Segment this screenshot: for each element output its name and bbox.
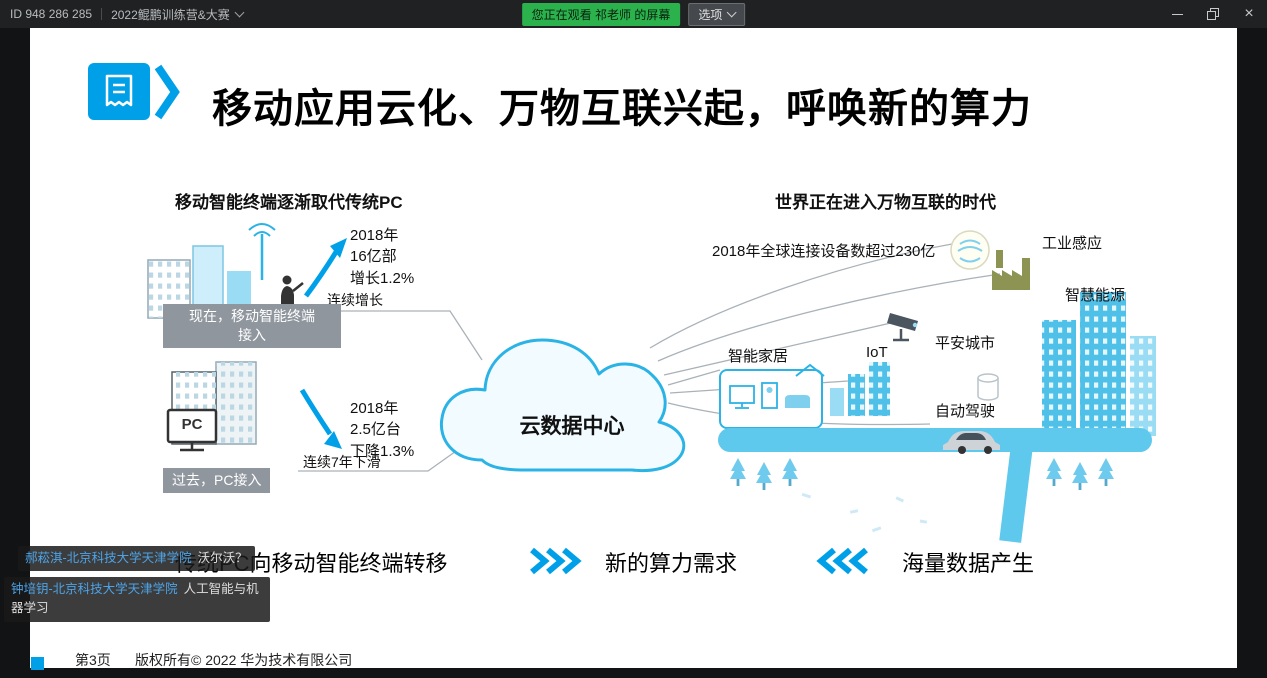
pc-buildings-illustration: [166, 361, 257, 452]
titlebar-divider: [101, 8, 103, 20]
screen-watching-badge: 您正在观看 祁老师 的屏幕: [521, 2, 681, 26]
chat-sender-name: 钟培钥-北京科技大学天津学院: [11, 582, 178, 596]
mobile-trend: 连续增长: [327, 292, 383, 308]
cloud-shape: [439, 338, 686, 473]
flow-right-text: 海量数据产生: [902, 551, 1035, 576]
left-section-heading: 移动智能终端逐渐取代传统PC: [175, 193, 403, 212]
meeting-id: ID 948 286 285: [10, 7, 93, 21]
header-chevron-icon: [154, 63, 182, 126]
person-icon: [282, 275, 292, 285]
shared-screen-slide: 移动应用云化、万物互联兴起，呼唤新的算力 移动智能终端逐渐取代传统PC 2018…: [30, 28, 1237, 670]
titlebar: ID 948 286 285 2022鲲鹏训练营&大赛 您正在观看 祁老师 的屏…: [0, 0, 1267, 28]
restore-icon: [1207, 8, 1219, 20]
iot-buildings-icon: [830, 362, 890, 416]
decline-arrow-icon: [299, 388, 342, 449]
cloud-datacenter-label: 云数据中心: [519, 415, 625, 438]
close-icon: ×: [1244, 5, 1254, 22]
smart-energy-buildings-icon: [1042, 292, 1156, 436]
growth-arrow-icon: [303, 238, 347, 298]
pc-trend: 连续7年下滑: [303, 454, 381, 470]
minimize-button[interactable]: [1159, 0, 1195, 28]
slide-title: 移动应用云化、万物互联兴起，呼唤新的算力: [212, 87, 1032, 131]
pc-stat: 2018年 2.5亿台 下降1.3%: [350, 400, 415, 460]
smart-home-icon: [719, 363, 825, 429]
flow-chevrons-left-icon: [816, 547, 868, 575]
page-number: 第3页: [75, 652, 111, 668]
minimize-icon: [1171, 13, 1183, 15]
data-cylinder-icon: [977, 373, 999, 401]
slide-corner-mark: [31, 657, 44, 670]
chat-sender-name: 郝菘淇-北京科技大学天津学院: [25, 551, 192, 565]
smart-energy-label: 智慧能源: [1065, 287, 1126, 304]
iot-label: IoT: [866, 344, 888, 361]
chat-message: 钟培钥-北京科技大学天津学院人工智能与机器学习: [4, 577, 270, 622]
chevron-down-icon: [726, 7, 737, 18]
chevron-down-icon: [234, 7, 245, 18]
chat-message-text: 沃尔沃？: [197, 551, 248, 565]
options-label: 选项: [698, 7, 723, 22]
close-button[interactable]: ×: [1231, 0, 1267, 28]
document-icon: [105, 74, 133, 106]
mobile-stat: 2018年 16亿部 增长1.2%: [350, 227, 415, 287]
cctv-camera-icon: [887, 313, 918, 342]
chat-message-text: 人工智能与机器学习: [11, 582, 259, 616]
pc-era-label: 过去，PC接入: [163, 468, 271, 493]
copyright-text: 版权所有© 2022 华为技术有限公司: [135, 652, 353, 668]
meeting-title-label: 2022鲲鹏训练营&大赛: [111, 7, 230, 22]
flow-chevrons-right-icon: [530, 547, 582, 575]
industrial-sensing-label: 工业感应: [1042, 235, 1103, 252]
right-section-heading: 世界正在进入万物互联的时代: [775, 193, 996, 212]
car-icon: [943, 431, 1000, 454]
road-illustration: [718, 428, 1152, 543]
mobile-era-label: 现在，移动智能终端 接入: [163, 304, 341, 348]
smart-home-label: 智能家居: [728, 348, 789, 365]
connected-devices-subtitle: 2018年全球连接设备数超过230亿: [712, 243, 936, 260]
meeting-title-dropdown[interactable]: 2022鲲鹏训练营&大赛: [111, 6, 245, 23]
pc-monitor-label: PC: [181, 416, 203, 433]
safe-city-label: 平安城市: [935, 335, 996, 352]
flow-middle-text: 新的算力需求: [605, 551, 738, 576]
chat-message: 郝菘淇-北京科技大学天津学院沃尔沃？: [18, 546, 255, 572]
options-button[interactable]: 选项: [688, 2, 746, 26]
auto-driving-label: 自动驾驶: [935, 403, 996, 420]
maximize-button[interactable]: [1195, 0, 1231, 28]
industrial-sensing-icon: [950, 230, 1030, 290]
slide-header-badge: [88, 63, 150, 120]
